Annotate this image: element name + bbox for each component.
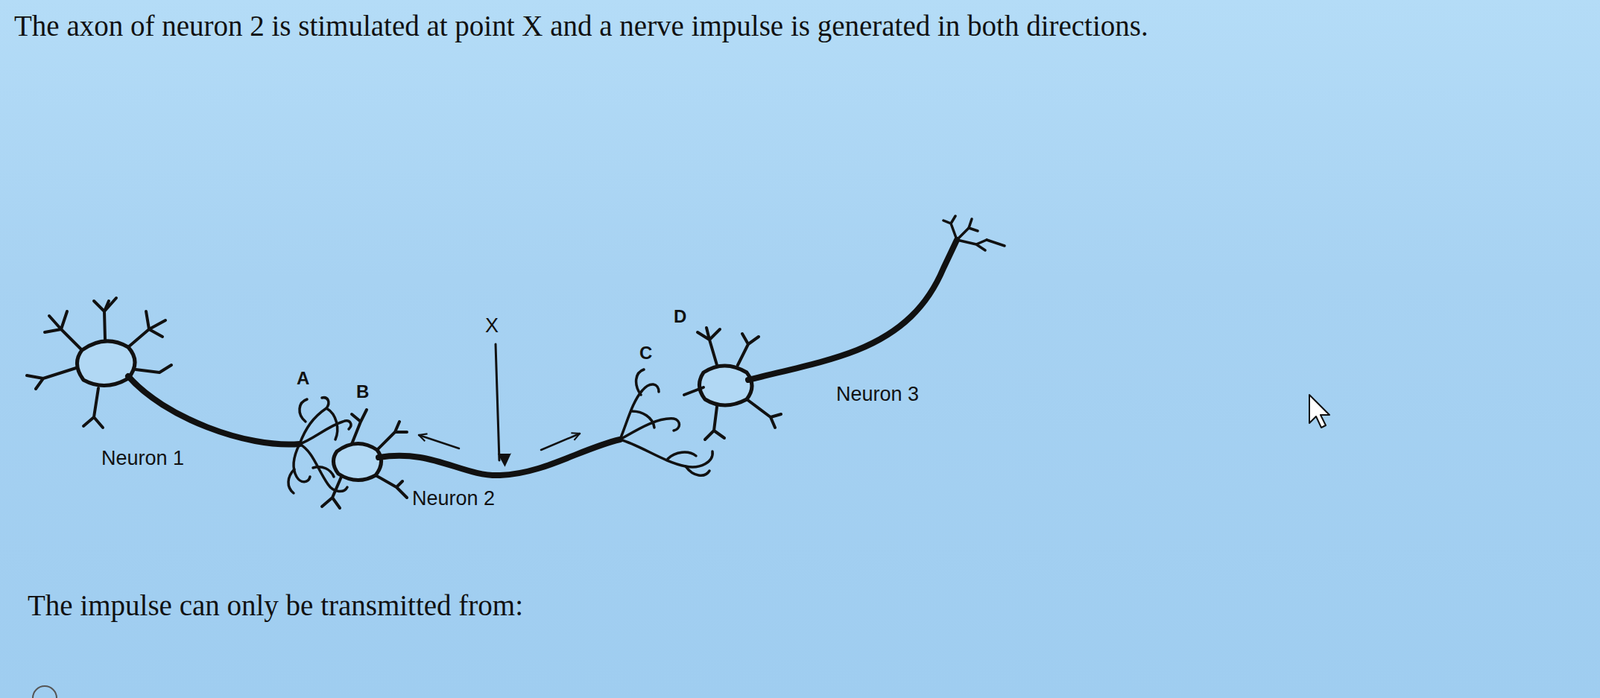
neuron-label: Neuron 1 [101,447,185,471]
radio-button [32,686,57,698]
point-label: C [639,342,653,364]
neuron-1 [26,298,352,494]
point-label: A [296,368,310,390]
point-label: B [356,381,369,403]
impulse-arrow-left [418,435,460,449]
point-label: X [485,314,499,338]
stimulus-arrow [495,344,500,461]
question-text: The axon of neuron 2 is stimulated at po… [14,8,1149,43]
neuron-label: Neuron 2 [412,487,495,511]
point-label: D [673,306,687,328]
neuron-2 [321,369,713,509]
neuron-label: Neuron 3 [836,383,919,407]
mouse-cursor [1309,394,1330,428]
neuron-3 [684,216,1005,440]
question-prompt: The impulse can only be transmitted from… [27,588,524,623]
impulse-arrow-right [541,433,580,451]
